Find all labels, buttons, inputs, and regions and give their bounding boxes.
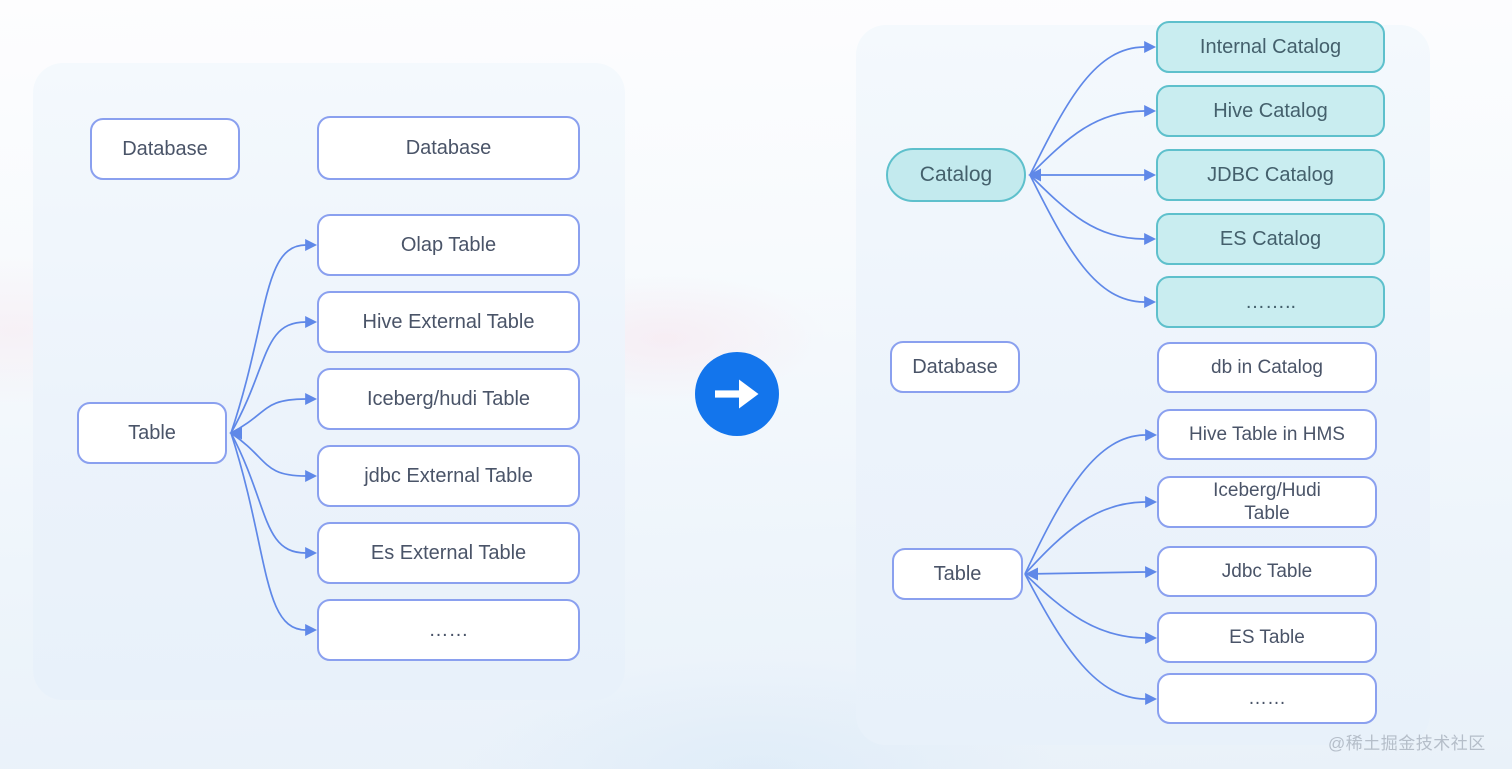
node-internal-catalog: Internal Catalog (1156, 21, 1385, 73)
node-es-table: ES Table (1157, 612, 1377, 663)
node-es-catalog: ES Catalog (1156, 213, 1385, 265)
node-before-table-ellipsis: …… (317, 599, 580, 661)
node-after-database: Database (890, 341, 1020, 393)
transform-arrow (695, 352, 779, 436)
node-after-table-ellipsis: …… (1157, 673, 1377, 724)
watermark: @稀土掘金技术社区 (1328, 734, 1486, 753)
node-hive-catalog: Hive Catalog (1156, 85, 1385, 137)
node-before-table: Table (77, 402, 227, 464)
node-db-in-catalog: db in Catalog (1157, 342, 1377, 393)
node-hive-external-table: Hive External Table (317, 291, 580, 353)
node-hive-table-in-hms: Hive Table in HMS (1157, 409, 1377, 460)
node-jdbc-external-table: jdbc External Table (317, 445, 580, 507)
right-arrow-icon (715, 379, 759, 409)
node-before-database: Database (90, 118, 240, 180)
node-after-catalog: Catalog (886, 148, 1026, 202)
node-jdbc-catalog: JDBC Catalog (1156, 149, 1385, 201)
node-iceberg-hudi-table-old: Iceberg/hudi Table (317, 368, 580, 430)
node-jdbc-table: Jdbc Table (1157, 546, 1377, 597)
node-olap-table: Olap Table (317, 214, 580, 276)
node-iceberg-hudi-table-new: Iceberg/Hudi Table (1157, 476, 1377, 528)
node-after-table: Table (892, 548, 1023, 600)
node-catalog-ellipsis: …….. (1156, 276, 1385, 328)
node-es-external-table: Es External Table (317, 522, 580, 584)
node-before-database-child: Database (317, 116, 580, 180)
